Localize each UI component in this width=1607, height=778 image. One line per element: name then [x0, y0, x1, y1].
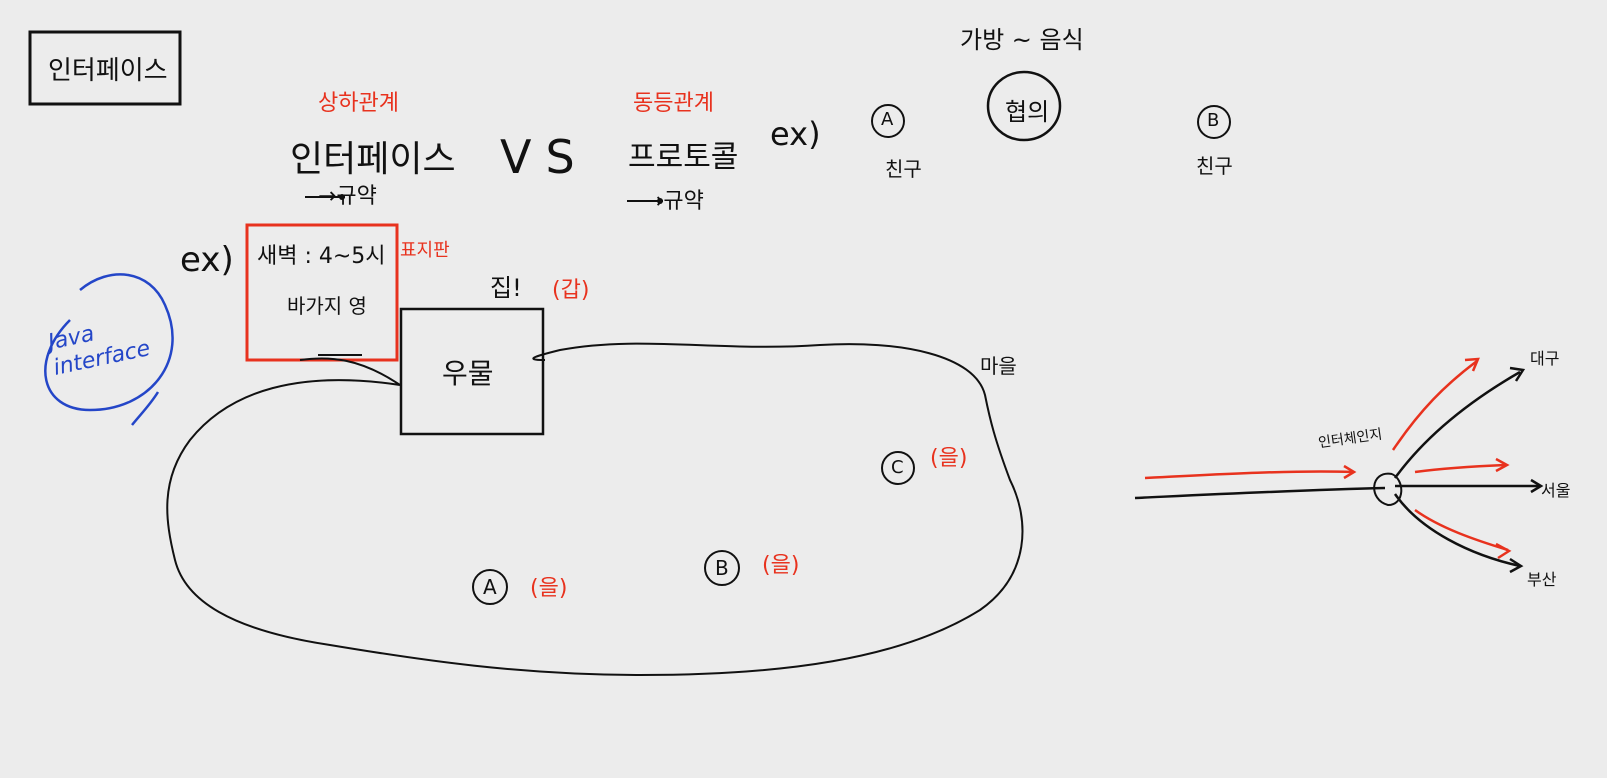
sign-line-2: 바가지 영 — [287, 294, 367, 318]
resident-c-tag: (을) — [930, 446, 968, 471]
resident-b-circle — [704, 550, 740, 586]
interchange-main-road — [1134, 486, 1386, 500]
resident-b-mark: B — [715, 556, 729, 580]
sign-board-frame — [245, 223, 399, 362]
road-to-daegu-head — [1509, 366, 1526, 382]
resident-c-mark: C — [891, 457, 904, 478]
vs-label: VS — [500, 130, 589, 184]
resident-c-circle — [881, 451, 915, 485]
left-relation-tag: 상하관계 — [318, 91, 399, 116]
road-to-seoul-head — [1530, 478, 1544, 494]
dest-seoul: 서울 — [1541, 481, 1571, 500]
bag-food-note: 가방 ~ 음식 — [960, 26, 1084, 54]
flow-seoul-arrow — [1414, 463, 1506, 474]
village-label: 마을 — [980, 354, 1017, 378]
friend-a-mark: A — [881, 109, 894, 130]
village-boundary — [166, 342, 1024, 677]
road-to-daegu — [1393, 370, 1521, 479]
house-note: 집! — [490, 274, 522, 302]
agreement-circle — [986, 70, 1062, 142]
flow-in-arrow — [1144, 470, 1353, 480]
resident-b-tag: (을) — [762, 553, 800, 578]
friend-b-label: 친구 — [1196, 154, 1233, 178]
flow-busan-arrow — [1414, 508, 1509, 552]
left-arrow-note: →규약 — [318, 184, 377, 209]
road-to-busan — [1393, 493, 1521, 568]
resident-a-circle — [472, 569, 508, 605]
title-box-frame — [28, 30, 182, 106]
flow-daegu-arrow — [1391, 360, 1478, 451]
village-ex-label: ex) — [180, 240, 234, 280]
friend-b-circle — [1197, 105, 1231, 139]
flow-in-arrow-head — [1343, 464, 1357, 480]
sign-tag: 표지판 — [400, 240, 450, 261]
road-to-busan-head — [1509, 557, 1524, 574]
flow-busan-arrow-head — [1495, 542, 1512, 560]
left-term: 인터페이스 — [290, 139, 456, 180]
dest-busan: 부산 — [1527, 570, 1557, 589]
friend-b-mark: B — [1207, 110, 1220, 131]
java-interface-circle — [44, 273, 174, 426]
dest-daegu: 대구 — [1530, 349, 1560, 368]
friend-a-circle — [871, 104, 905, 138]
sign-line-1: 새벽 : 4~5시 — [257, 244, 386, 269]
friend-a-label: 친구 — [885, 157, 922, 181]
resident-a-tag: (을) — [530, 576, 568, 601]
title-box-label: 인터페이스 — [48, 56, 168, 86]
flow-seoul-arrow-head — [1495, 457, 1510, 473]
well-label: 우물 — [442, 357, 494, 390]
house-tag: (갑) — [552, 278, 590, 303]
left-term-arrow-dot — [339, 194, 345, 200]
right-term-arrow-dot — [657, 198, 663, 204]
agreement-label: 협의 — [1005, 98, 1050, 126]
well-box — [399, 307, 545, 436]
interchange-loop — [1373, 472, 1403, 507]
flow-daegu-arrow-head — [1464, 357, 1480, 372]
resident-a-mark: A — [483, 575, 497, 599]
right-arrow-note: →규약 — [645, 189, 704, 214]
protocol-ex-label: ex) — [770, 115, 821, 153]
right-relation-tag: 동등관계 — [633, 91, 714, 116]
right-term: 프로토콜 — [628, 140, 739, 175]
